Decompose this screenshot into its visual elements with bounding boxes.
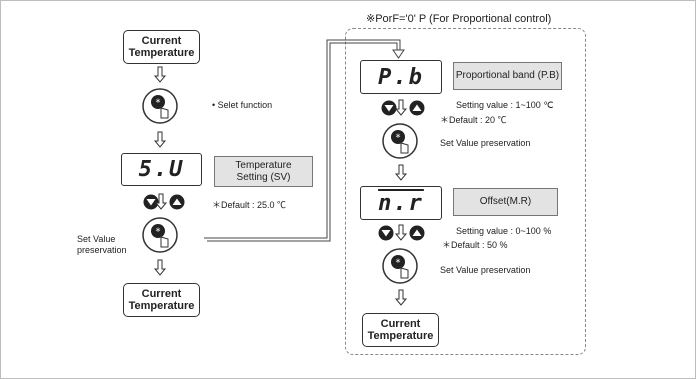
down-arrow-icon bbox=[153, 66, 167, 83]
proportional-control-region bbox=[345, 28, 586, 355]
triangle-down-button-icon bbox=[378, 225, 394, 241]
select-function-note: • Selet function bbox=[212, 100, 273, 110]
current-temperature-box-right: Current Temperature bbox=[362, 313, 439, 347]
tag-proportional-band: Proportional band (P.B) bbox=[453, 62, 562, 90]
set-button-icon: * bbox=[142, 217, 178, 253]
down-arrow-icon bbox=[153, 131, 167, 148]
setting-value-mr: Setting value : 0~100 % bbox=[456, 226, 552, 236]
default-pb: ＊Default : 20 ℃ bbox=[440, 115, 507, 125]
tag-offset: Offset(M.R) bbox=[453, 188, 558, 216]
svg-text:*: * bbox=[396, 258, 401, 269]
default-sv-note: ＊Default : 25.0 ℃ bbox=[212, 200, 287, 210]
svg-text:*: * bbox=[396, 133, 401, 144]
down-arrow-icon bbox=[154, 193, 168, 210]
display-mr: n.r bbox=[360, 186, 442, 220]
svg-text:*: * bbox=[156, 98, 161, 109]
current-temperature-box-bottom: Current Temperature bbox=[123, 283, 200, 317]
setting-value-pb: Setting value : 1~100 ℃ bbox=[456, 100, 554, 110]
current-temperature-box-top: Current Temperature bbox=[123, 30, 200, 64]
down-arrow-icon bbox=[394, 164, 408, 181]
set-button-icon: * bbox=[142, 88, 178, 124]
tag-temperature-setting: Temperature Setting (SV) bbox=[214, 156, 313, 187]
triangle-down-button-icon bbox=[381, 100, 397, 116]
triangle-up-button-icon bbox=[409, 100, 425, 116]
triangle-up-button-icon bbox=[169, 194, 185, 210]
set-button-icon: * bbox=[382, 123, 418, 159]
down-arrow-icon bbox=[394, 224, 408, 241]
set-value-preservation-pb: Set Value preservation bbox=[440, 138, 531, 148]
triangle-up-button-icon bbox=[409, 225, 425, 241]
down-arrow-icon bbox=[394, 99, 408, 116]
set-value-preservation-mr: Set Value preservation bbox=[440, 265, 531, 275]
svg-text:*: * bbox=[156, 227, 161, 238]
set-button-icon: * bbox=[382, 248, 418, 284]
down-arrow-icon bbox=[394, 289, 408, 306]
triangle-down-button-icon bbox=[143, 194, 159, 210]
default-mr: ＊Default : 50 % bbox=[442, 240, 508, 250]
display-pb: P.b bbox=[360, 60, 442, 94]
down-arrow-icon bbox=[153, 259, 167, 276]
section-title: ※PorF='0' P (For Proportional control) bbox=[366, 13, 552, 25]
display-sv: 5.U bbox=[121, 153, 202, 186]
set-value-preservation-label: Set Value preservation bbox=[77, 234, 127, 255]
